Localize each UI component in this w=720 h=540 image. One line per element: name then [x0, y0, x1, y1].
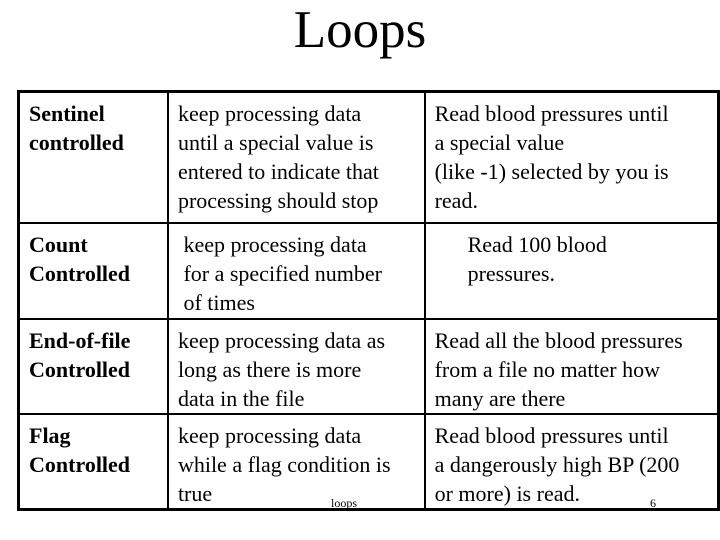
loop-description-cell: keep processing data until a special val…	[166, 90, 426, 224]
slide-title: Loops	[293, 1, 427, 59]
loop-type-cell: Count Controlled	[17, 222, 169, 320]
table-row-flag: Flag Controlled keep processing data whi…	[17, 413, 720, 511]
loop-example-cell: Read blood pressures until a special val…	[423, 90, 720, 224]
table-row-end-of-file: End-of-file Controlled keep processing d…	[17, 318, 720, 415]
loop-type-cell: Flag Controlled	[17, 413, 169, 511]
page-number: 6	[650, 496, 656, 510]
loop-type-cell: Sentinel controlled	[17, 90, 169, 224]
loops-table: Sentinel controlled keep processing data…	[17, 90, 720, 511]
loop-example-cell: Read 100 blood pressures.	[423, 222, 720, 320]
loop-example-cell: Read all the blood pressures from a file…	[423, 318, 720, 415]
footer-label: loops	[331, 496, 358, 510]
loop-example-cell: Read blood pressures until a dangerously…	[423, 413, 720, 511]
table-row-count: Count Controlled keep processing data fo…	[17, 222, 720, 320]
table-row-sentinel: Sentinel controlled keep processing data…	[17, 90, 720, 224]
loop-description-cell: keep processing data while a flag condit…	[166, 413, 426, 511]
loop-type-cell: End-of-file Controlled	[17, 318, 169, 415]
loop-description-cell: keep processing data for a specified num…	[166, 222, 426, 320]
loop-description-cell: keep processing data as long as there is…	[166, 318, 426, 415]
